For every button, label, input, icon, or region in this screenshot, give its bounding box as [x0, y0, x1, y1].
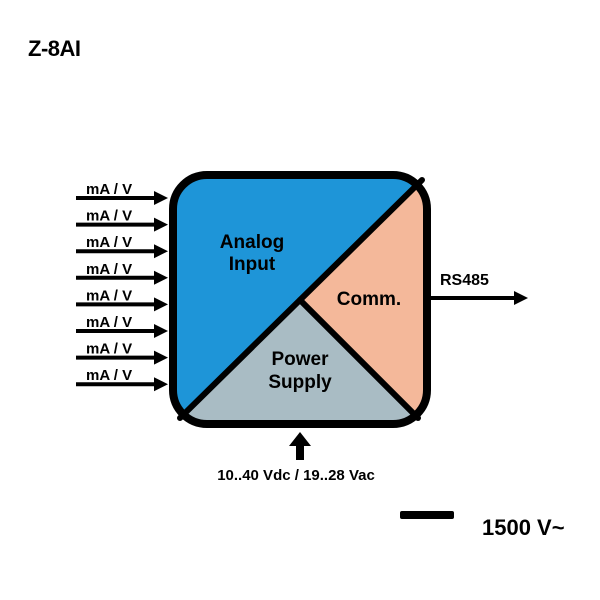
power-supply-label-2: Supply: [268, 372, 332, 393]
divider-lines: [177, 177, 425, 421]
rs485-output: RS485: [430, 272, 528, 305]
comm-label: Comm.: [337, 289, 401, 310]
power-input: 10..40 Vdc / 19..28 Vac: [217, 432, 375, 484]
comm-region: [300, 172, 430, 427]
input-arrow-head-8: [154, 377, 168, 392]
input-arrow-head-3: [154, 244, 168, 259]
input-label-3: mA / V: [86, 234, 132, 251]
device-title: Z-8AI: [28, 36, 81, 61]
input-label-2: mA / V: [86, 208, 132, 225]
module-outline: [169, 171, 431, 428]
isolation-bar: [400, 511, 454, 519]
input-label-4: mA / V: [86, 261, 132, 278]
analog-inputs: mA / V mA / V mA / V mA / V mA / V mA / V mA /…: [76, 181, 168, 392]
input-arrow-head-7: [154, 350, 168, 365]
input-label-6: mA / V: [86, 314, 132, 331]
isolation-rating: 1500 V~: [400, 511, 565, 540]
power-supply-label-1: Power: [271, 349, 329, 370]
power-supply-region: [170, 300, 430, 427]
rs485-label: RS485: [440, 272, 489, 289]
analog-input-label-2: Input: [229, 254, 276, 275]
analog-input-label-1: Analog: [220, 232, 284, 253]
isolation-label: 1500 V~: [482, 515, 565, 540]
input-label-8: mA / V: [86, 367, 132, 384]
input-label-5: mA / V: [86, 287, 132, 304]
input-label-1: mA / V: [86, 181, 132, 198]
power-arrow-head: [289, 432, 311, 446]
power-input-label: 10..40 Vdc / 19..28 Vac: [217, 467, 375, 484]
input-arrow-head-4: [154, 270, 168, 285]
input-arrow-head-5: [154, 297, 168, 312]
rs485-arrow-head: [514, 291, 528, 305]
input-arrow-head-1: [154, 191, 168, 205]
input-arrow-head-6: [154, 324, 168, 338]
input-arrow-head-2: [154, 217, 168, 232]
power-arrow-shaft: [296, 444, 304, 460]
input-label-7: mA / V: [86, 341, 132, 358]
